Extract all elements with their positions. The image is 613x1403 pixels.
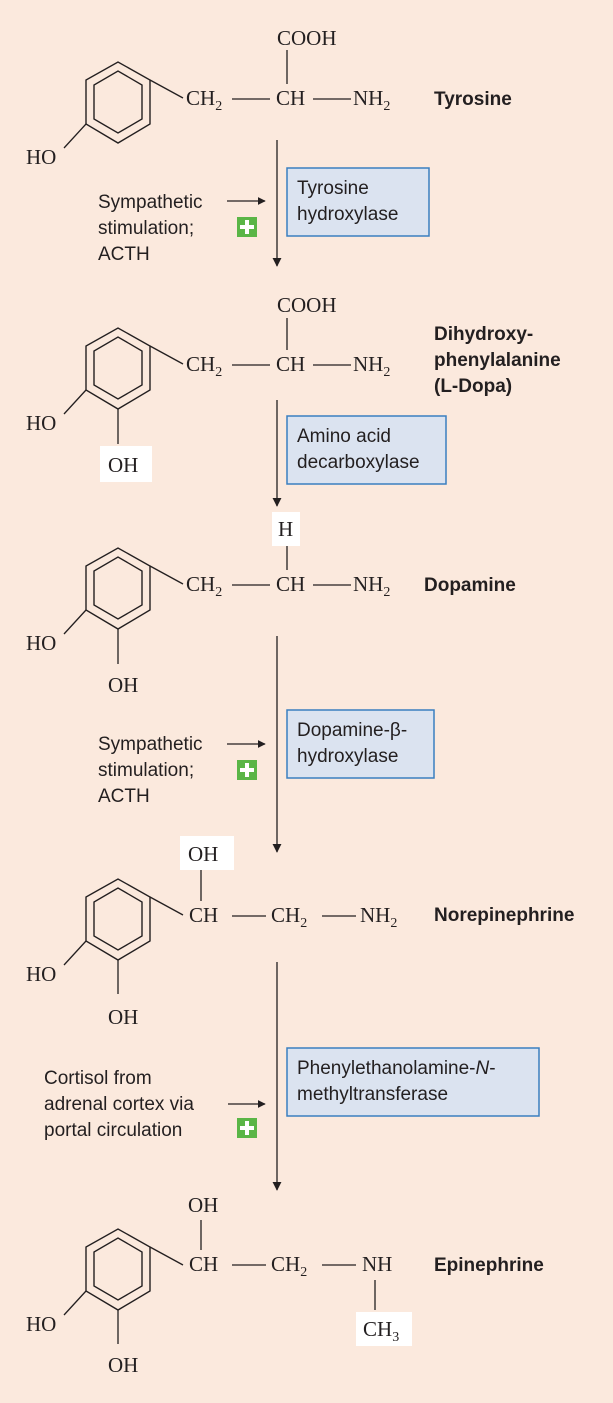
svg-text:hydroxylase: hydroxylase xyxy=(297,746,398,767)
svg-text:Sympathetic: Sympathetic xyxy=(98,734,203,755)
ch2-label: CH2 xyxy=(271,903,307,931)
nh2-label: NH2 xyxy=(353,352,390,380)
ch-label: CH xyxy=(189,1252,218,1276)
compound-name-dopa: Dihydroxy- xyxy=(434,324,533,345)
svg-text:Sympathetic: Sympathetic xyxy=(98,192,203,213)
nh2-label: NH2 xyxy=(360,903,397,931)
benzene-ring xyxy=(85,327,151,410)
svg-text:phenylalanine: phenylalanine xyxy=(434,350,561,371)
cooh-label: COOH xyxy=(277,293,337,317)
cooh-label: COOH xyxy=(277,26,337,50)
ch-label: CH xyxy=(276,352,305,376)
nh2-label: NH2 xyxy=(353,572,390,600)
dopamine-structure: HO OH CH2 CH H NH2 Dopamine xyxy=(26,512,516,697)
hydroxyl-label: OH xyxy=(108,453,138,477)
ch2-label: CH2 xyxy=(186,86,222,114)
benzene-ring xyxy=(85,1228,151,1311)
svg-text:Cortisol from: Cortisol from xyxy=(44,1068,152,1089)
compound-name-epinephrine: Epinephrine xyxy=(434,1255,544,1276)
tyrosine-structure: HO CH2 CH COOH NH2 Tyrosine xyxy=(26,26,512,169)
svg-text:Amino acid: Amino acid xyxy=(297,426,391,447)
hydroxyl-label: OH xyxy=(188,1193,218,1217)
ch-label: CH xyxy=(189,903,218,927)
enzyme-dopamine-beta-hydroxylase: Dopamine-β- hydroxylase xyxy=(286,709,435,779)
hydrogen-label: H xyxy=(278,517,293,541)
ch-label: CH xyxy=(276,572,305,596)
hydroxyl-label: HO xyxy=(26,962,56,986)
svg-text:ACTH: ACTH xyxy=(98,244,150,265)
hydroxyl-label: HO xyxy=(26,631,56,655)
regulator-step3: Sympathetic stimulation; ACTH xyxy=(98,734,266,807)
ch2-label: CH2 xyxy=(271,1252,307,1280)
regulator-step4: Cortisol from adrenal cortex via portal … xyxy=(44,1068,266,1141)
benzene-ring xyxy=(85,61,151,144)
ch-label: CH xyxy=(276,86,305,110)
svg-text:(L-Dopa): (L-Dopa) xyxy=(434,376,512,397)
svg-text:stimulation;: stimulation; xyxy=(98,760,194,781)
ch2-label: CH2 xyxy=(186,572,222,600)
nh-label: NH xyxy=(362,1252,392,1276)
ch2-label: CH2 xyxy=(186,352,222,380)
svg-text:Dopamine-β-: Dopamine-β- xyxy=(297,720,407,741)
svg-text:stimulation;: stimulation; xyxy=(98,218,194,239)
hydroxyl-label: HO xyxy=(26,145,56,169)
hydroxyl-label: OH xyxy=(108,1005,138,1029)
dopa-structure: HO OH CH2 CH COOH NH2 Dihydroxy- phenyla… xyxy=(26,293,561,482)
benzene-ring xyxy=(85,547,151,630)
enzyme-tyrosine-hydroxylase: Tyrosine hydroxylase xyxy=(286,167,430,237)
norepinephrine-structure: HO OH OH CH CH2 NH2 Norepinephrine xyxy=(26,836,574,1029)
svg-text:ACTH: ACTH xyxy=(98,786,150,807)
svg-text:Phenylethanolamine-N-: Phenylethanolamine-N- xyxy=(297,1058,496,1079)
plus-icon xyxy=(237,760,257,780)
svg-text:methyltransferase: methyltransferase xyxy=(297,1084,448,1105)
methyl-label: CH3 xyxy=(363,1317,399,1345)
svg-text:portal circulation: portal circulation xyxy=(44,1120,182,1141)
hydroxyl-label: OH xyxy=(108,1353,138,1377)
svg-text:adrenal cortex via: adrenal cortex via xyxy=(44,1094,194,1115)
plus-icon xyxy=(237,1118,257,1138)
hydroxyl-label: OH xyxy=(108,673,138,697)
svg-text:decarboxylase: decarboxylase xyxy=(297,452,420,473)
plus-icon xyxy=(237,217,257,237)
compound-name-dopamine: Dopamine xyxy=(424,575,516,596)
enzyme-amino-acid-decarboxylase: Amino acid decarboxylase xyxy=(286,415,447,485)
nh2-label: NH2 xyxy=(353,86,390,114)
compound-name-norepinephrine: Norepinephrine xyxy=(434,905,574,926)
enzyme-pnmt: Phenylethanolamine-N- methyltransferase xyxy=(286,1047,540,1117)
epinephrine-structure: HO OH OH CH CH2 NH CH3 Epinephrine xyxy=(26,1193,544,1377)
benzene-ring xyxy=(85,878,151,961)
hydroxyl-label: HO xyxy=(26,1312,56,1336)
regulator-step1: Sympathetic stimulation; ACTH xyxy=(98,192,266,265)
svg-text:hydroxylase: hydroxylase xyxy=(297,204,398,225)
compound-name-tyrosine: Tyrosine xyxy=(434,89,512,110)
hydroxyl-label: OH xyxy=(188,842,218,866)
svg-text:Tyrosine: Tyrosine xyxy=(297,178,369,199)
hydroxyl-label: HO xyxy=(26,411,56,435)
